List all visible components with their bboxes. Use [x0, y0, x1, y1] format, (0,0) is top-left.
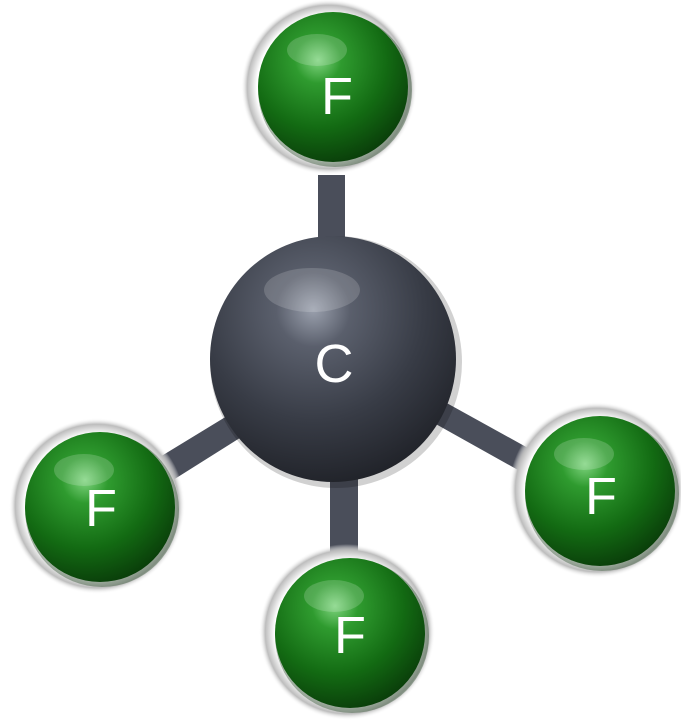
bond-c-f-right [425, 396, 528, 470]
fluorine-atom-bottom: F [259, 544, 435, 720]
carbon-atom-center: C [210, 236, 462, 488]
fluorine-atom-left: F [9, 418, 185, 594]
bond-c-f-top [318, 175, 345, 248]
carbon-symbol: C [315, 334, 354, 394]
fluorine-symbol-top: F [321, 68, 353, 126]
fluorine-symbol-bottom: F [334, 607, 366, 665]
fluorine-symbol-left: F [85, 480, 117, 538]
fluorine-atom-right: F [509, 402, 681, 578]
fluorine-atom-top: F [241, 0, 417, 175]
fluorine-symbol-right: F [585, 468, 617, 526]
